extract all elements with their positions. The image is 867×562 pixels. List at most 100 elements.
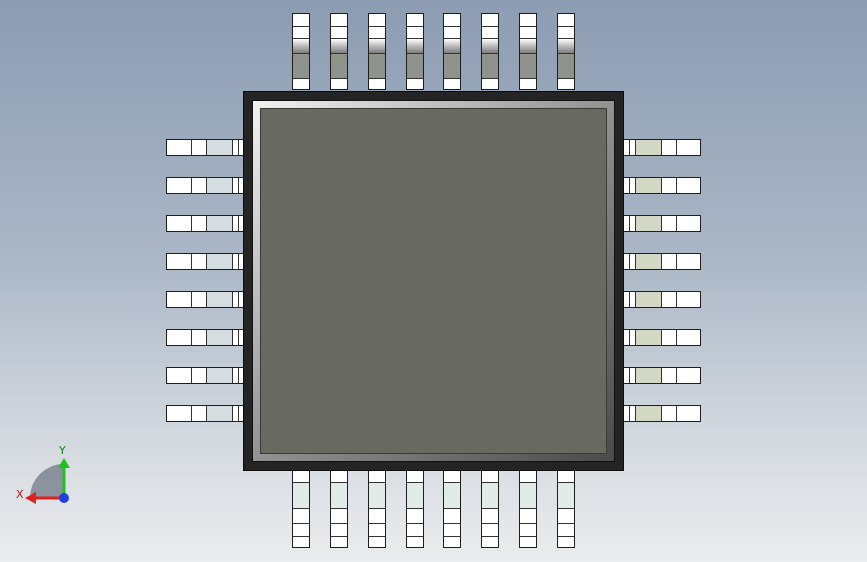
bottom-pin-band (482, 523, 498, 524)
top-pin-band (444, 53, 460, 79)
right-pin-1[interactable] (623, 139, 701, 156)
left-pin-4[interactable] (166, 253, 244, 270)
right-pin-band (629, 330, 630, 345)
bottom-pin-band (331, 482, 347, 509)
bottom-pin-5[interactable] (443, 470, 461, 548)
top-pin-4[interactable] (406, 13, 424, 90)
left-pin-band (238, 330, 239, 345)
top-pin-band (293, 26, 309, 27)
bottom-pin-band (369, 523, 385, 524)
right-pin-band (676, 330, 677, 345)
left-pin-band (206, 406, 233, 421)
view-orientation-triad[interactable]: Y X (12, 440, 82, 510)
bottom-pin-7[interactable] (519, 470, 537, 548)
top-pin-band (331, 53, 347, 79)
right-pin-band (629, 216, 630, 231)
right-pin-band (635, 368, 662, 383)
bottom-pin-band (444, 536, 460, 537)
bottom-pin-band (407, 482, 423, 509)
right-pin-band (635, 292, 662, 307)
top-pin-band (293, 38, 309, 53)
left-pin-band (238, 292, 239, 307)
bottom-pin-band (558, 536, 574, 537)
left-pin-band (238, 140, 239, 155)
left-pin-8[interactable] (166, 405, 244, 422)
top-pin-band (558, 38, 574, 53)
bottom-pin-band (293, 536, 309, 537)
left-pin-band (191, 254, 192, 269)
top-pin-7[interactable] (519, 13, 537, 90)
top-pin-band (482, 53, 498, 79)
bottom-pin-band (293, 523, 309, 524)
top-pin-band (407, 26, 423, 27)
right-pin-band (676, 140, 677, 155)
right-pin-band (676, 254, 677, 269)
right-pin-2[interactable] (623, 177, 701, 194)
left-pin-3[interactable] (166, 215, 244, 232)
bottom-pin-band (331, 523, 347, 524)
bottom-pin-band (558, 523, 574, 524)
bottom-pin-band (407, 523, 423, 524)
left-pin-band (206, 330, 233, 345)
right-pin-8[interactable] (623, 405, 701, 422)
left-pin-band (191, 292, 192, 307)
top-pin-band (482, 38, 498, 53)
chip-top-face[interactable] (260, 108, 607, 454)
bottom-pin-3[interactable] (368, 470, 386, 548)
right-pin-band (629, 292, 630, 307)
right-pin-band (635, 406, 662, 421)
top-pin-2[interactable] (330, 13, 348, 90)
triad-x-arrow-icon (25, 492, 36, 504)
bottom-pin-2[interactable] (330, 470, 348, 548)
top-pin-band (520, 38, 536, 53)
bottom-pin-band (520, 536, 536, 537)
right-pin-4[interactable] (623, 253, 701, 270)
top-pin-band (482, 26, 498, 27)
top-pin-band (369, 53, 385, 79)
left-pin-band (206, 254, 233, 269)
top-pin-band (407, 53, 423, 79)
left-pin-2[interactable] (166, 177, 244, 194)
left-pin-7[interactable] (166, 367, 244, 384)
triad-z-axis-dot (59, 493, 69, 503)
top-pin-5[interactable] (443, 13, 461, 90)
left-pin-band (206, 292, 233, 307)
top-pin-band (407, 38, 423, 53)
right-pin-6[interactable] (623, 329, 701, 346)
bottom-pin-band (369, 482, 385, 509)
bottom-pin-6[interactable] (481, 470, 499, 548)
bottom-pin-8[interactable] (557, 470, 575, 548)
left-pin-1[interactable] (166, 139, 244, 156)
chip-body[interactable] (243, 91, 624, 471)
left-pin-band (206, 140, 233, 155)
triad-x-label: X (16, 488, 24, 501)
right-pin-band (676, 292, 677, 307)
left-pin-band (191, 368, 192, 383)
chip-bevel-edge (252, 100, 615, 462)
top-pin-band (369, 38, 385, 53)
right-pin-5[interactable] (623, 291, 701, 308)
top-pin-1[interactable] (292, 13, 310, 90)
bottom-pin-1[interactable] (292, 470, 310, 548)
left-pin-5[interactable] (166, 291, 244, 308)
bottom-pin-4[interactable] (406, 470, 424, 548)
top-pin-band (369, 26, 385, 27)
right-pin-band (676, 406, 677, 421)
top-pin-6[interactable] (481, 13, 499, 90)
right-pin-band (676, 368, 677, 383)
right-pin-3[interactable] (623, 215, 701, 232)
left-pin-band (191, 216, 192, 231)
bottom-pin-band (482, 536, 498, 537)
right-pin-7[interactable] (623, 367, 701, 384)
right-pin-band (629, 178, 630, 193)
top-pin-8[interactable] (557, 13, 575, 90)
bottom-pin-band (369, 536, 385, 537)
bottom-pin-band (482, 482, 498, 509)
top-pin-band (331, 26, 347, 27)
left-pin-band (191, 140, 192, 155)
left-pin-6[interactable] (166, 329, 244, 346)
left-pin-band (238, 254, 239, 269)
top-pin-3[interactable] (368, 13, 386, 90)
bottom-pin-band (520, 482, 536, 509)
